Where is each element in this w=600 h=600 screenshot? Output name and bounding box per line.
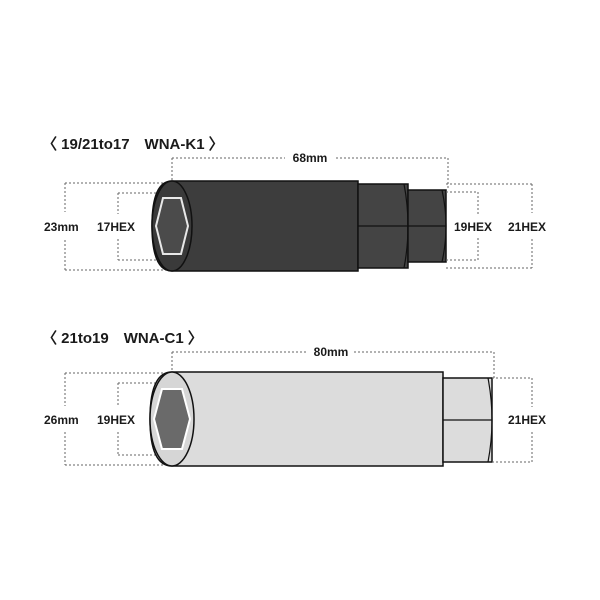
wna-k1-diameter-label: 23mm xyxy=(44,220,79,234)
wna-c1-diameter-label: 26mm xyxy=(44,413,79,427)
wna-c1-inner-hex-label: 19HEX xyxy=(97,413,135,427)
wna-k1-hex17-chamfer xyxy=(441,189,447,263)
wna-c1-title: 〈 21to19 WNA-C1 〉 xyxy=(42,329,203,347)
wna-c1-hex21-chamfer xyxy=(487,377,493,463)
wna-k1-length-label: 68mm xyxy=(293,151,328,165)
wna-k1-outer-hex2-label: 21HEX xyxy=(508,220,546,234)
wna-k1-diagram: 〈 19/21to17 WNA-K1 〉 68mm 23mm 17HEX xyxy=(42,135,546,272)
wna-k1-hex-opening xyxy=(154,197,190,255)
wna-k1-outer-hex1-label: 19HEX xyxy=(454,220,492,234)
wna-c1-diagram: 〈 21to19 WNA-C1 〉 80mm 26mm 19HEX 21HE xyxy=(42,329,546,467)
wna-k1-title: 〈 19/21to17 WNA-K1 〉 xyxy=(42,135,224,153)
wna-c1-outer-hex1-label: 21HEX xyxy=(508,413,546,427)
wna-c1-length-label: 80mm xyxy=(314,345,349,359)
wna-c1-hex-opening xyxy=(152,388,192,450)
wna-k1-inner-hex-label: 17HEX xyxy=(97,220,135,234)
